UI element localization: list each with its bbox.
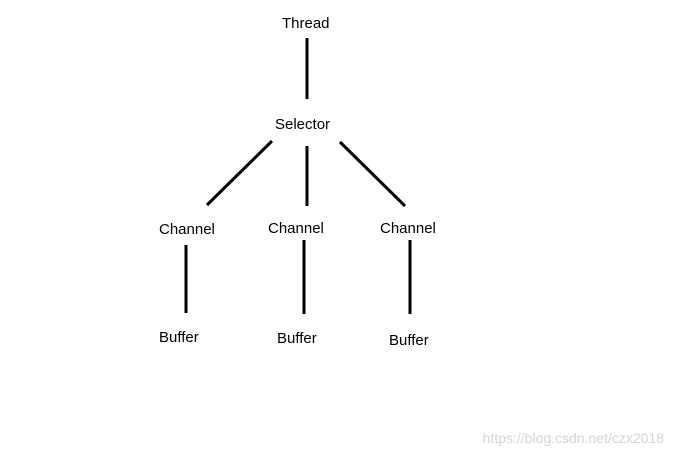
node-channel-2: Channel (268, 220, 324, 237)
node-selector: Selector (275, 116, 330, 133)
watermark-text: https://blog.csdn.net/czx2018 (483, 430, 665, 446)
edge-selector-channel-1 (205, 139, 274, 207)
node-thread: Thread (282, 15, 330, 32)
node-buffer-3: Buffer (389, 332, 429, 349)
node-buffer-1: Buffer (159, 329, 199, 346)
node-channel-1: Channel (159, 221, 215, 238)
node-buffer-2: Buffer (277, 330, 317, 347)
node-channel-3: Channel (380, 220, 436, 237)
edge-selector-channel-3 (338, 140, 407, 208)
